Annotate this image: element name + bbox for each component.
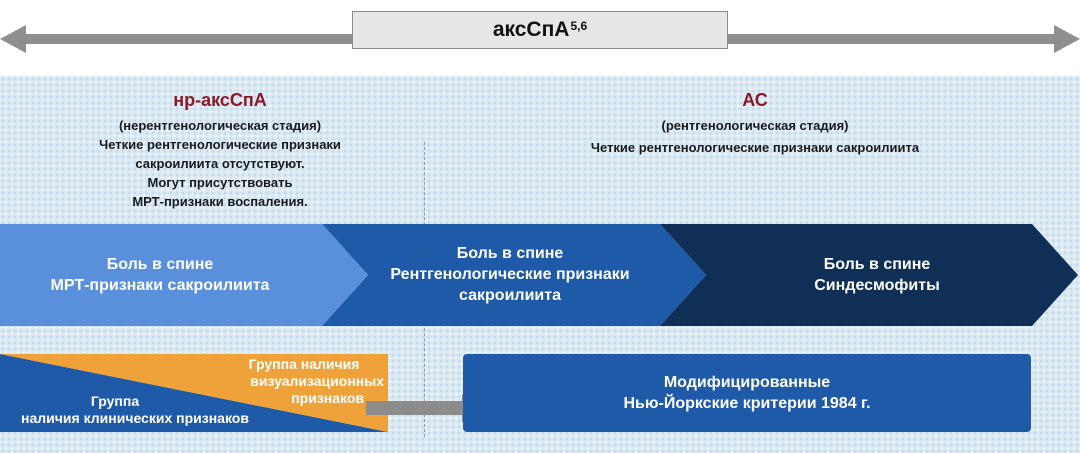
chevron-mri bbox=[0, 224, 368, 326]
nr-axspa-description: (нерентгенологическая стадия) Четкие рен… bbox=[30, 116, 410, 211]
imaging-group-line: Группа наличия bbox=[248, 356, 360, 372]
chevron-radiographic-label: Боль в спине Рентгенологические признаки… bbox=[370, 243, 650, 306]
nr-axspa-line: сакроилиита отсутствуют. bbox=[135, 156, 305, 171]
nr-axspa-line: МРТ-признаки воспаления. bbox=[132, 194, 308, 209]
ny-criteria-line: Модифицированные bbox=[663, 374, 831, 391]
as-description: (рентгенологическая стадия) Четкие рентг… bbox=[520, 116, 990, 157]
chevron-mri-line: МРТ-признаки сакроилиита bbox=[50, 277, 270, 294]
imaging-group-line: визуализационных bbox=[250, 373, 384, 389]
progression-arrow-shape bbox=[366, 394, 486, 422]
chevron-syndesmophytes-label: Боль в спине Синдесмофиты bbox=[712, 254, 1042, 296]
chevron-radiographic-line: сакроилиита bbox=[459, 287, 561, 304]
clinical-group-line: Группа bbox=[90, 393, 140, 409]
as-line: (рентгенологическая стадия) bbox=[661, 118, 849, 133]
nr-axspa-line: Четкие рентгенологические признаки bbox=[99, 137, 341, 152]
ny-criteria-box: Модифицированные Нью-Йоркские критерии 1… bbox=[463, 354, 1031, 432]
clinical-group-label: Группа наличия клинических признаков bbox=[0, 393, 270, 427]
nr-axspa-title: нр-аксСпА bbox=[173, 90, 267, 110]
as-line: Четкие рентгенологические признаки сакро… bbox=[590, 140, 920, 155]
axspa-superscript: 5,6 bbox=[570, 19, 588, 33]
chevron-band bbox=[0, 224, 1078, 326]
group-split-box bbox=[0, 354, 388, 432]
chevron-syndesmophytes-line: Боль в спине bbox=[823, 256, 931, 273]
axspa-title: аксСпА bbox=[492, 18, 570, 41]
progression-arrow bbox=[366, 394, 486, 422]
ny-criteria-line: Нью-Йоркские критерии 1984 г. bbox=[623, 395, 871, 412]
chevron-syndesmophytes-line: Синдесмофиты bbox=[814, 277, 940, 294]
chevron-mri-label: Боль в спине МРТ-признаки сакроилиита bbox=[10, 254, 310, 296]
imaging-group-area bbox=[0, 354, 388, 432]
nr-axspa-line: (нерентгенологическая стадия) bbox=[118, 118, 322, 133]
imaging-group-line: признаков bbox=[291, 390, 364, 406]
as-title: АС bbox=[742, 90, 768, 110]
chevron-radiographic-line: Рентгенологические признаки bbox=[390, 266, 630, 283]
chevron-syndesmophytes bbox=[660, 224, 1078, 326]
chevron-radiographic bbox=[322, 224, 706, 326]
nr-axspa-line: Могут присутствовать bbox=[147, 175, 293, 190]
chevron-radiographic-line: Боль в спине bbox=[456, 245, 564, 262]
clinical-group-line: наличия клинических признаков bbox=[21, 410, 249, 426]
chevron-mri-line: Боль в спине bbox=[106, 256, 214, 273]
imaging-group-label: Группа наличия визуализационных признако… bbox=[224, 356, 384, 407]
